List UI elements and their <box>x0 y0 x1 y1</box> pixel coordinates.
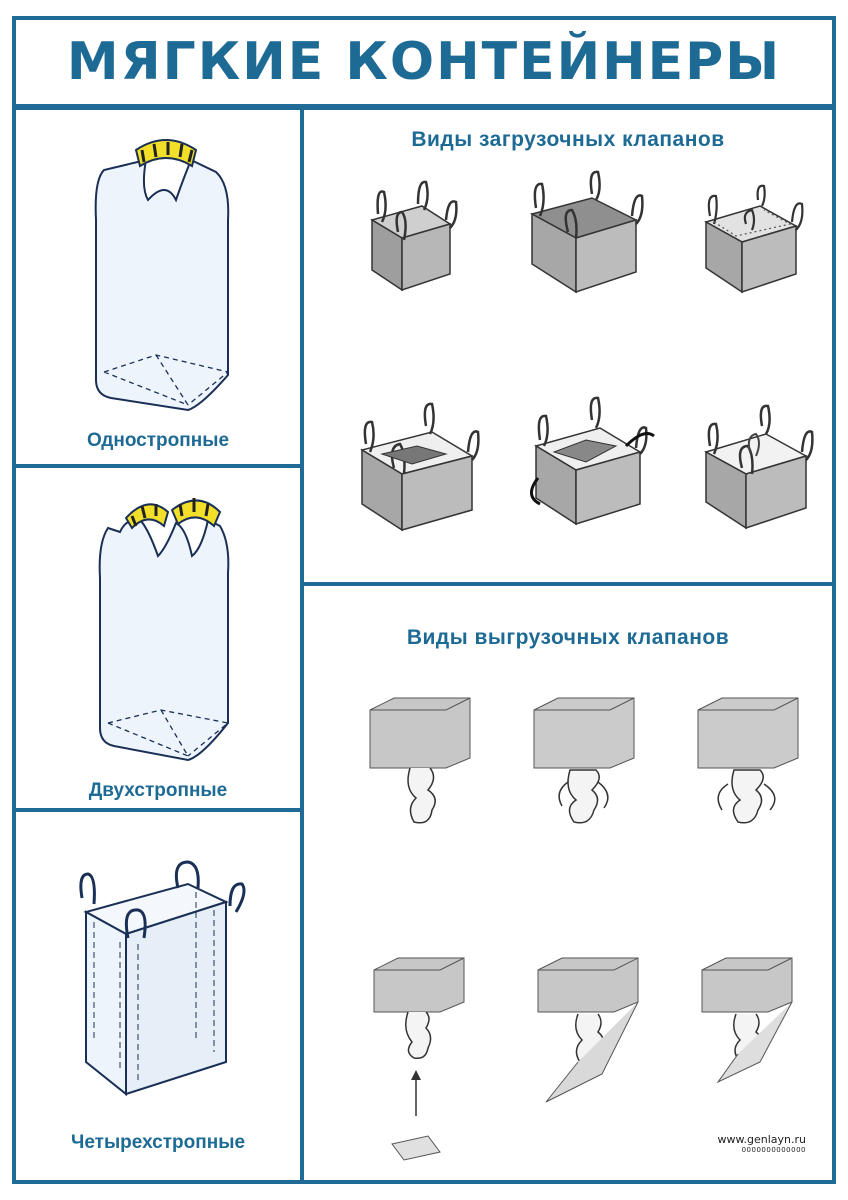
bag-type-label: Одностропные <box>86 430 230 451</box>
loading-valves-title: Виды загрузочных клапанов <box>411 128 725 151</box>
title-banner: МЯГКИЕ КОНТЕЙНЕРЫ <box>12 16 836 108</box>
website-link[interactable]: www.genlayn.ru <box>717 1133 806 1146</box>
footer-code: 0000000000000 <box>741 1146 806 1154</box>
single-loop-bag-icon <box>94 139 230 412</box>
discharge-valves-title: Виды выгрузочных клапанов <box>406 626 730 649</box>
bag-type-label: Четырехстропные <box>70 1132 246 1153</box>
discharge-spout-icon <box>369 697 799 1161</box>
open-top-icon <box>360 170 814 532</box>
bag-type-label: Двухстропные <box>88 780 228 801</box>
page-title: МЯГКИЕ КОНТЕЙНЕРЫ <box>66 32 782 92</box>
bag-type-double: Двухстропные <box>12 464 304 812</box>
discharge-valves-panel: Виды выгрузочных клапанов <box>300 582 836 1184</box>
loading-valves-panel: Виды загрузочных клапанов <box>300 106 836 586</box>
four-loop-bag-icon <box>79 860 246 1097</box>
bag-type-single: Одностропные <box>12 106 304 468</box>
bag-type-four: Четырехстропные <box>12 808 304 1184</box>
footer: www.genlayn.ru 0000000000000 <box>718 1133 806 1154</box>
double-loop-bag-icon <box>98 498 230 762</box>
